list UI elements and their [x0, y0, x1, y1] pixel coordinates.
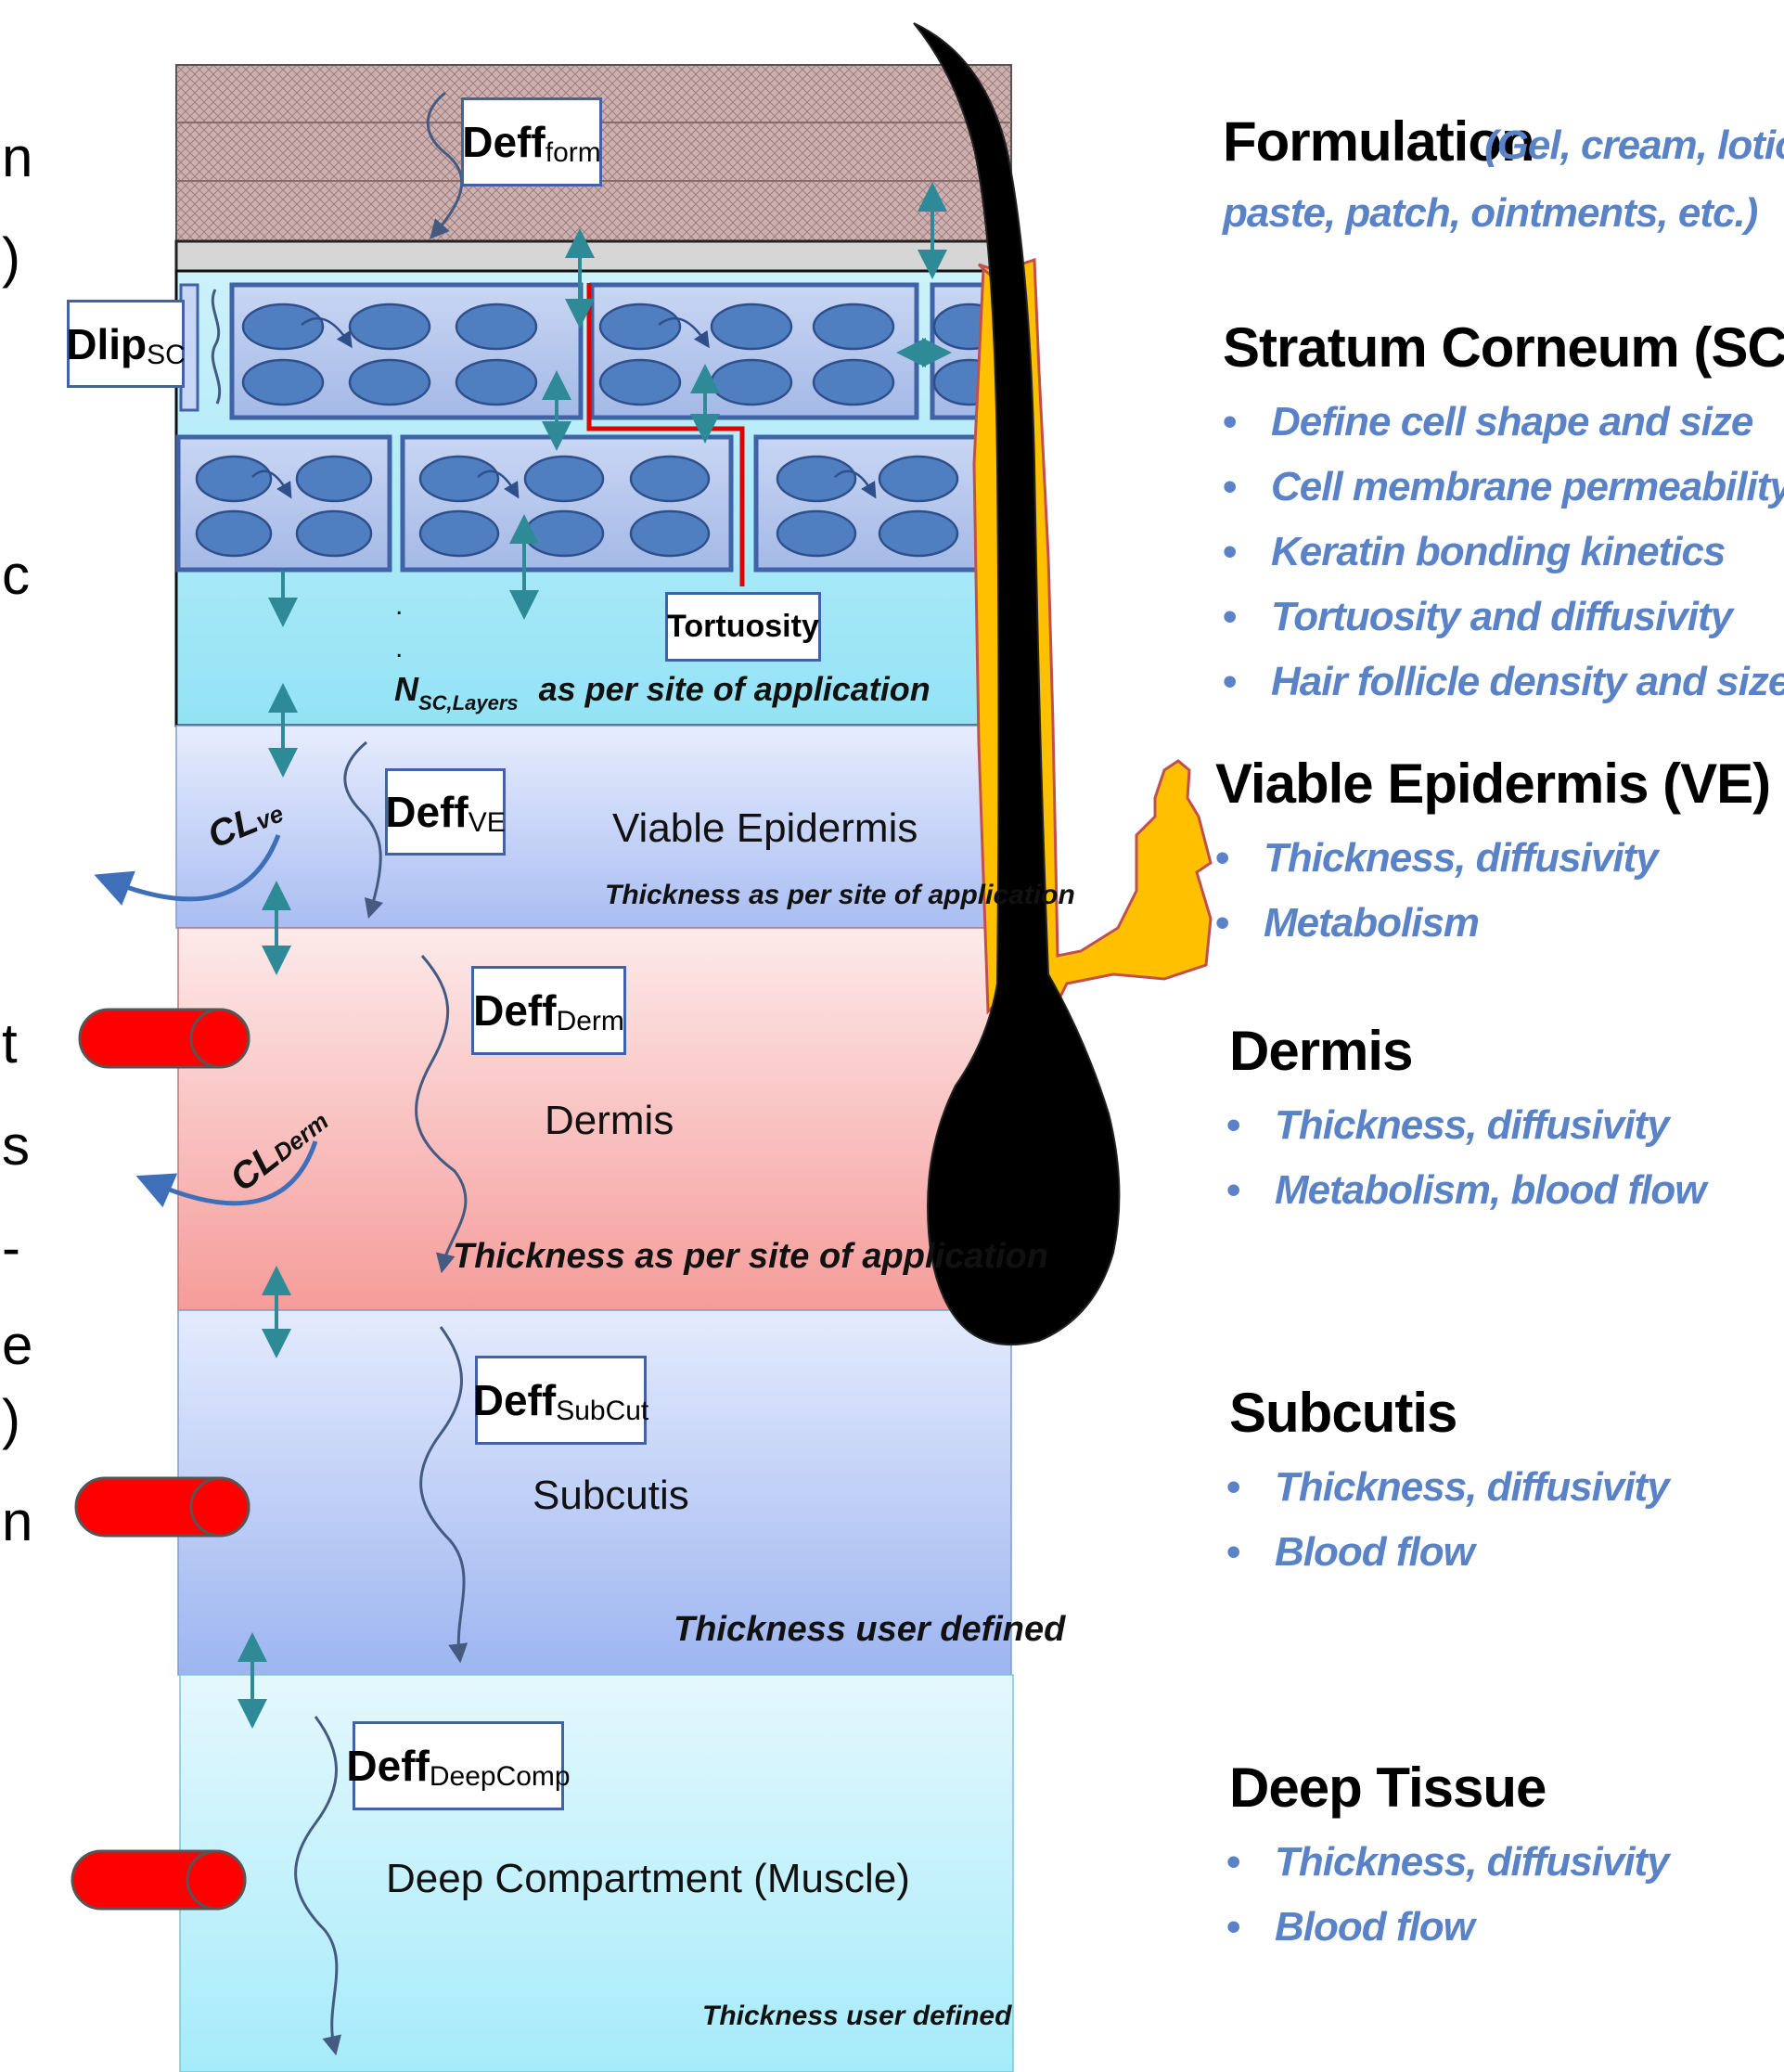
- deep-thickness-note: Thickness user defined: [702, 2001, 1012, 2031]
- subcutis-layer-name: Subcutis: [533, 1473, 689, 1518]
- deep-layer-name: Deep Compartment (Muscle): [386, 1856, 910, 1901]
- list-item: Define cell shape and size: [1223, 390, 1784, 455]
- hair-follicle: [913, 22, 1121, 1346]
- list-item: Thickness, diffusivity: [1215, 826, 1659, 891]
- clearance-arcs: [94, 834, 318, 1208]
- ve-thickness-note: Thickness as per site of application: [605, 880, 1075, 910]
- list-item: Metabolism: [1215, 891, 1658, 956]
- diffusion-arrows: [237, 182, 952, 1729]
- tortuosity-box: Tortuosity: [665, 592, 821, 662]
- legend-formulation-title: Formulation: [1223, 110, 1535, 173]
- legend-formulation-note-2: paste, patch, ointments, etc.): [1223, 190, 1758, 236]
- edge-glyph-9: n: [2, 1490, 33, 1552]
- list-item: Metabolism, blood flow: [1226, 1158, 1706, 1223]
- wavy-diffusion-paths: [211, 91, 468, 2056]
- dermis-thickness-note: Thickness as per site of application: [453, 1237, 1048, 1276]
- legend-dermis-list: Thickness, diffusivity Metabolism, blood…: [1226, 1093, 1706, 1223]
- legend-deep-title: Deep Tissue: [1229, 1757, 1547, 1819]
- dermis-layer-name: Dermis: [545, 1098, 674, 1143]
- deep-compartment-layer: [179, 1674, 1014, 2072]
- legend-formulation-note: (Gel, cream, lotions,: [1484, 122, 1784, 168]
- interface-membrane: [174, 239, 1013, 273]
- list-item: Keratin bonding kinetics: [1223, 520, 1784, 585]
- legend-subcutis-title: Subcutis: [1229, 1382, 1457, 1444]
- sc-dot-2: .: [395, 633, 404, 663]
- list-item: Hair follicle density and size: [1223, 650, 1784, 714]
- list-item: Cell membrane permeability: [1223, 455, 1784, 520]
- legend-ve-title: Viable Epidermis (VE): [1215, 753, 1771, 815]
- list-item: Thickness, diffusivity: [1226, 1093, 1705, 1158]
- edge-glyph-5: s: [2, 1114, 30, 1177]
- sc-layers-label: NSC,Layers as per site of application: [394, 670, 931, 714]
- list-item: Thickness, diffusivity: [1226, 1830, 1670, 1895]
- blood-vessels: [71, 1008, 250, 1911]
- legend-dermis-title: Dermis: [1229, 1020, 1413, 1082]
- legend-sc-title: Stratum Corneum (SC): [1223, 316, 1784, 379]
- edge-glyph-1: n: [2, 126, 33, 188]
- list-item: Blood flow: [1226, 1895, 1669, 1960]
- edge-glyph-6: -: [2, 1216, 20, 1279]
- tortuosity-path: [586, 283, 745, 586]
- list-item: Tortuosity and diffusivity: [1223, 585, 1784, 650]
- legend-sc-list: Define cell shape and size Cell membrane…: [1223, 390, 1784, 714]
- edge-glyph-4: t: [2, 1012, 18, 1075]
- edge-glyph-2: ): [2, 226, 20, 289]
- subcutis-thickness-note: Thickness user defined: [674, 1610, 1066, 1649]
- list-item: Thickness, diffusivity: [1226, 1455, 1670, 1520]
- edge-glyph-7: e: [2, 1314, 33, 1376]
- legend-deep-list: Thickness, diffusivity Blood flow: [1226, 1830, 1670, 1960]
- edge-glyph-3: c: [2, 544, 30, 606]
- ve-layer-name: Viable Epidermis: [612, 805, 918, 851]
- sc-dot-1: .: [395, 590, 404, 621]
- legend-ve-list: Thickness, diffusivity Metabolism: [1215, 826, 1659, 956]
- keratin-granules: [195, 302, 1007, 558]
- list-item: Blood flow: [1226, 1520, 1669, 1585]
- legend-subcutis-list: Thickness, diffusivity Blood flow: [1226, 1455, 1670, 1585]
- viable-epidermis-layer: [175, 725, 1012, 929]
- edge-glyph-8: ): [2, 1388, 20, 1450]
